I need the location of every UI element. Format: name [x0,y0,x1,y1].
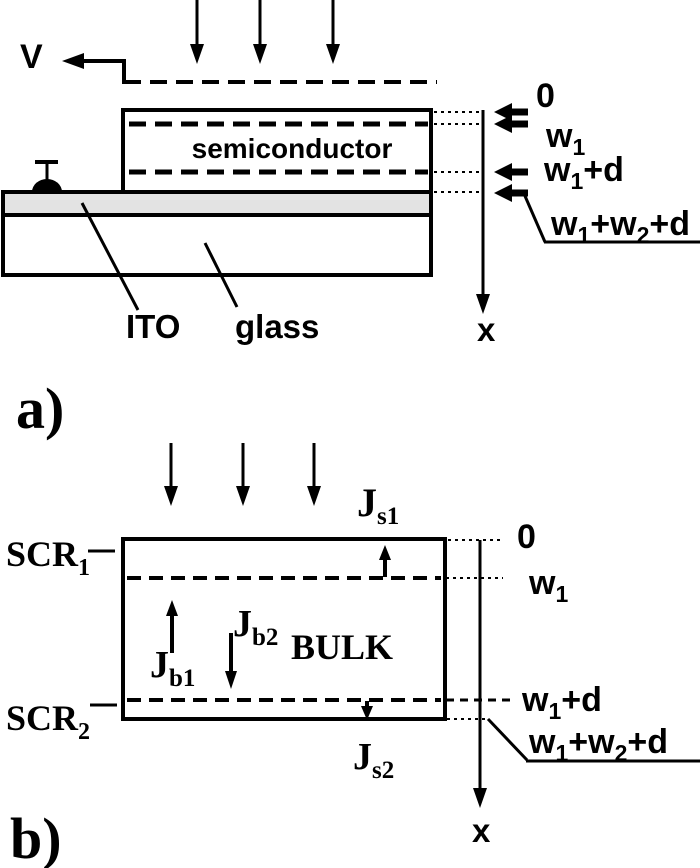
light-arrowhead-icon [253,44,267,64]
contact-bump-icon [32,179,62,192]
light-arrowhead-icon [164,486,178,506]
subscript: 1 [570,168,583,194]
marker-arrowhead-icon [494,184,512,202]
semiconductor-label: semiconductor [192,133,393,164]
bulk-label: BULK [291,627,393,667]
subscript: s1 [377,503,399,530]
jb2-arrowhead-icon [225,671,237,689]
glass-leader-line [203,242,239,308]
depth-label-w1w2d-b: w1+w2+d [528,723,668,766]
subscript: 2 [78,719,90,745]
light-arrowhead-icon [190,44,204,64]
marker-arrowhead-icon [494,103,512,121]
jb1-label: Jb1 [150,644,195,692]
x-axis-label-b: x [472,812,491,849]
subscript: 1 [572,134,585,160]
js1-arrowhead-icon [379,545,391,560]
x-axis-arrowhead-icon [476,294,490,314]
light-arrowhead-icon [326,44,340,64]
subscript: 2 [615,740,628,766]
ito-label: ITO [126,308,180,345]
panel-b: Js1 SCR1 SCR2 BULK Jb1 Jb2 [6,443,700,868]
jb2-label: Jb2 [233,603,278,651]
subscript: 1 [577,222,590,248]
light-arrowhead-icon [236,486,250,506]
depth-label-0-b: 0 [517,518,536,556]
light-arrows-a [190,0,340,64]
glass-label: glass [235,308,319,345]
voltage-lead-line [80,59,126,84]
jb1-current-arrow [166,600,178,653]
light-arrowhead-icon [307,486,321,506]
panel-a-label: a) [16,376,64,441]
depth-label-w1-a: w1 [545,117,585,160]
panel-b-label: b) [10,806,62,868]
ito-layer [5,194,430,213]
scr1-label: SCR1 [6,534,90,581]
js2-arrowhead-icon [361,706,373,720]
js1-current-arrow [379,545,391,577]
ito-leader-line [80,202,140,311]
depth-label-w1d-a: w1+d [543,151,624,194]
w1w2d-leader-diagonal-a [523,195,547,243]
jb1-arrowhead-icon [166,600,178,616]
subscript: 1 [555,581,568,607]
marker-arrowhead-icon [494,163,512,181]
depth-label-0-a: 0 [536,77,555,115]
subscript: 1 [555,740,568,766]
x-axis-arrowhead-icon [473,788,487,808]
w1w2d-leader-diagonal-b [486,717,529,762]
depth-label-w1-b: w1 [528,564,568,607]
js2-current-arrow [361,701,373,720]
depth-marker-arrows-a [494,103,528,202]
subscript: 2 [637,222,650,248]
contact-terminal-icon [32,160,62,192]
depth-label-w1w2d-a: w1+w2+d [550,205,690,248]
js1-label: Js1 [357,480,399,530]
voltage-arrowhead-icon [62,53,84,69]
panel-a: V semiconductor ITO glass x [1,0,700,441]
js2-label: Js2 [353,736,394,784]
semiconductor-bulk-box [121,537,447,721]
light-arrows-b [164,443,321,506]
voltage-label: V [20,38,43,76]
marker-arrowhead-icon [494,115,512,133]
jb2-current-arrow [225,633,237,689]
scr2-label: SCR2 [6,698,90,745]
depth-label-w1d-b: w1+d [521,681,602,724]
subscript: b2 [252,624,278,651]
x-axis-label-a: x [477,311,496,348]
glass-substrate-box [1,190,433,277]
subscript: s2 [372,757,394,784]
subscript: b1 [169,665,195,692]
subscript: 1 [78,555,90,581]
subscript: 1 [548,698,561,724]
